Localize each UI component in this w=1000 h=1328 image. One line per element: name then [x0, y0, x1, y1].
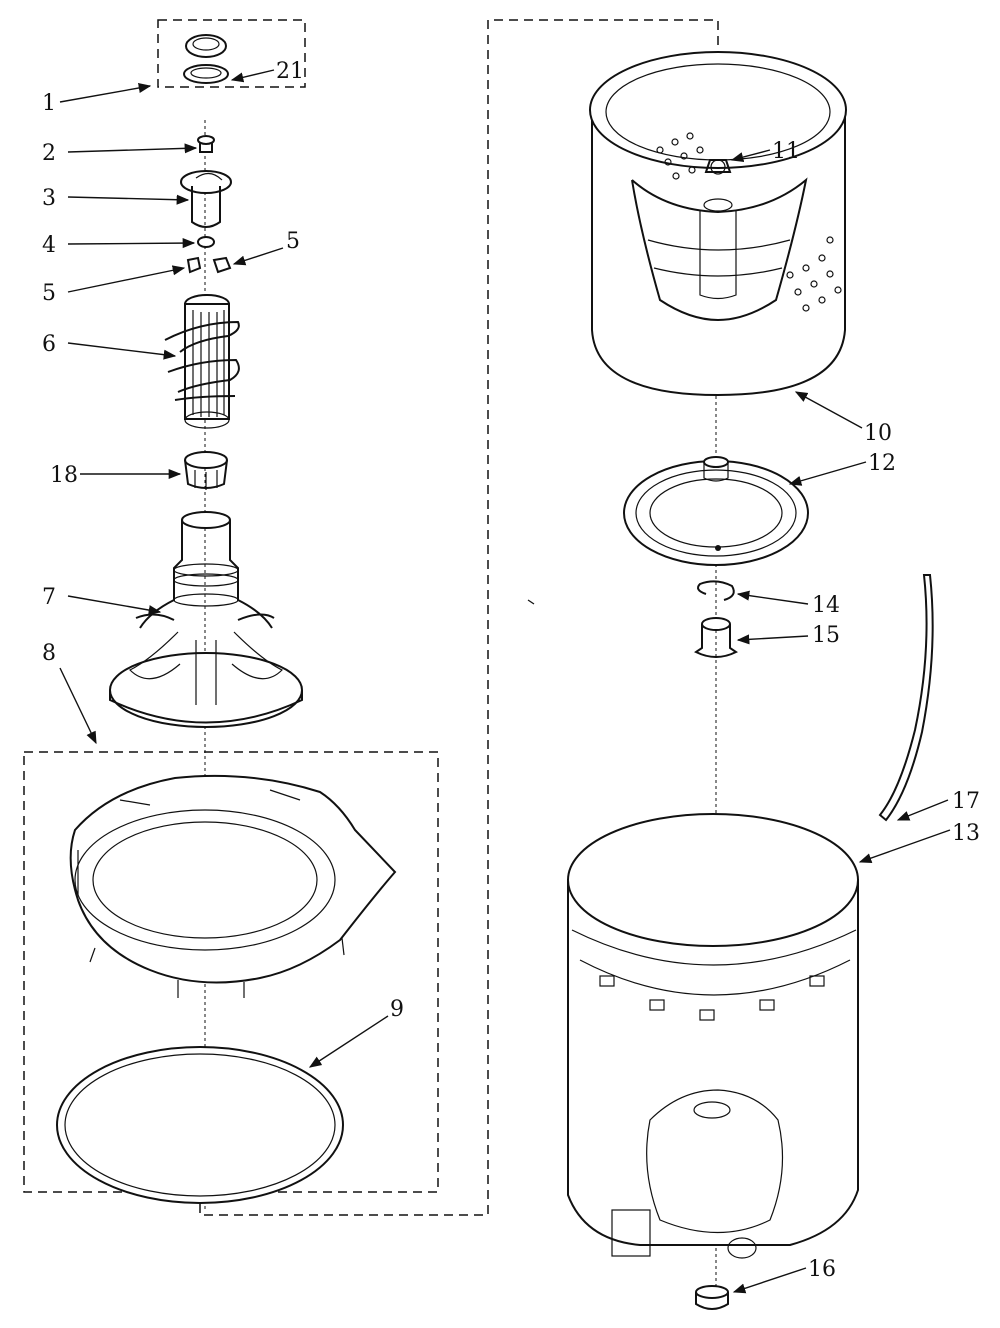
- leader-3: [67, 194, 190, 205]
- callout-7: 7: [42, 585, 56, 610]
- leader-5b: [232, 247, 284, 266]
- callout-4: 4: [42, 233, 56, 258]
- callout-9: 9: [390, 997, 404, 1022]
- leader-11: [730, 149, 771, 162]
- callout-12: 12: [868, 451, 896, 476]
- callout-6: 6: [42, 332, 56, 357]
- callout-5a: 5: [42, 281, 56, 306]
- callout-8: 8: [42, 641, 56, 666]
- leader-2: [67, 143, 198, 154]
- part-4-washer: [197, 236, 215, 248]
- part-14-retaining-clip: [697, 580, 735, 601]
- tub-ring: [69, 774, 397, 998]
- assembly-connector-line: [199, 19, 719, 1216]
- leader-12: [788, 461, 867, 486]
- part-6-agitator-auger: [164, 294, 240, 429]
- part-7-agitator-base: [109, 511, 303, 728]
- part-15-hub: [694, 617, 738, 658]
- leader-14: [736, 590, 809, 605]
- leader-16: [732, 1267, 807, 1294]
- leader-6: [67, 342, 177, 360]
- callout-14: 14: [812, 593, 840, 618]
- callout-16: 16: [808, 1257, 836, 1282]
- callout-5b: 5: [286, 229, 300, 254]
- callout-1: 1: [42, 91, 56, 116]
- leader-4: [67, 238, 196, 249]
- part-10-spin-basket: [589, 51, 847, 397]
- leader-7: [67, 595, 162, 616]
- leader-21: [230, 69, 275, 83]
- callout-11: 11: [772, 139, 800, 164]
- callout-18: 18: [50, 463, 78, 488]
- part-17-hose: [878, 574, 934, 822]
- agitator-cap: [185, 34, 227, 58]
- callout-21: 21: [276, 59, 304, 84]
- part-12-drive-disc: [623, 456, 809, 566]
- leader-17: [896, 799, 949, 821]
- part-11-nut: [704, 159, 732, 173]
- part-2-bolt: [197, 135, 215, 153]
- leader-5a: [67, 265, 186, 293]
- leader-9: [308, 1015, 389, 1068]
- leader-13: [858, 829, 951, 863]
- callout-13: 13: [952, 821, 980, 846]
- callout-3: 3: [42, 186, 56, 211]
- callout-2: 2: [42, 141, 56, 166]
- part-13-outer-tub: [567, 813, 859, 1259]
- part-8-group-box: [23, 751, 439, 1193]
- part-9-seal-ring: [56, 1046, 344, 1204]
- leader-1: [59, 83, 152, 103]
- callout-17: 17: [952, 789, 980, 814]
- part-5-dogs: [186, 256, 232, 274]
- leader-8: [59, 667, 97, 745]
- part-18-coupling: [184, 451, 228, 490]
- leader-10: [794, 391, 863, 429]
- leader-15: [736, 634, 809, 645]
- callout-10: 10: [864, 421, 892, 446]
- part-16-drain-fitting: [695, 1285, 729, 1310]
- basket-perforations: [656, 132, 842, 312]
- cap-seal-ring: [183, 64, 229, 84]
- part-3-cam: [180, 170, 232, 228]
- callout-15: 15: [812, 623, 840, 648]
- part-1-group-box: [157, 19, 306, 88]
- tick-mark: [527, 599, 535, 605]
